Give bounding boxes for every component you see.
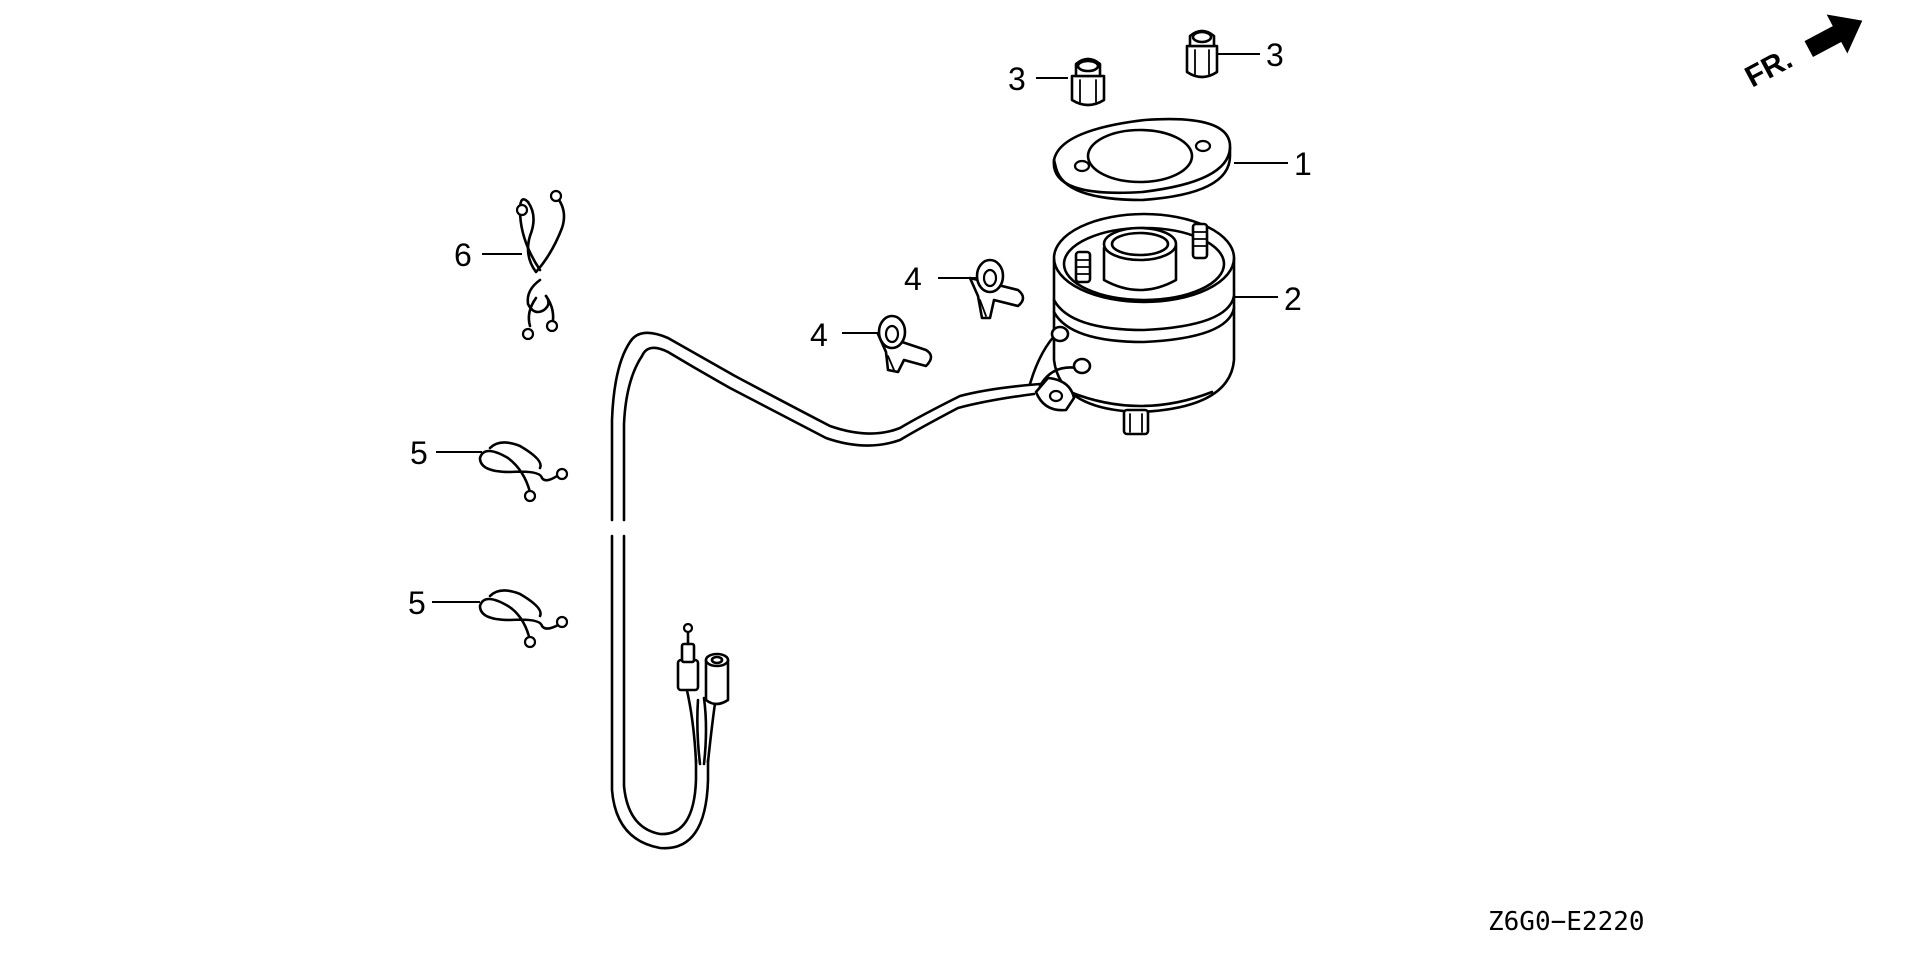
flange-plate bbox=[1052, 117, 1232, 202]
callout-6: 6 bbox=[454, 237, 472, 273]
wire-band bbox=[515, 189, 566, 341]
nut-left bbox=[1070, 57, 1106, 107]
wire-clip-lower bbox=[478, 589, 569, 649]
pulser-coil-assembly bbox=[1028, 212, 1236, 436]
male-connector bbox=[676, 622, 700, 692]
wire-harness bbox=[610, 331, 1042, 850]
callout-4a: 4 bbox=[904, 261, 922, 297]
callout-3b: 3 bbox=[1266, 37, 1284, 73]
nut-right bbox=[1185, 29, 1219, 79]
arrow-right-icon bbox=[1804, 14, 1863, 57]
wire-clip-upper bbox=[478, 441, 569, 503]
female-connector bbox=[704, 652, 730, 706]
front-direction-indicator: FR. bbox=[1740, 14, 1863, 94]
callout-1: 1 bbox=[1294, 146, 1312, 182]
diagram-code: Z6G0−E2220 bbox=[1488, 907, 1645, 937]
callout-2: 2 bbox=[1284, 281, 1302, 317]
cable-clamp-lower bbox=[876, 314, 933, 374]
cable-clamp-upper bbox=[968, 258, 1025, 320]
callout-4b: 4 bbox=[810, 317, 828, 353]
callout-5a: 5 bbox=[410, 435, 428, 471]
callout-3a: 3 bbox=[1008, 61, 1026, 97]
front-label: FR. bbox=[1740, 42, 1798, 94]
callout-5b: 5 bbox=[408, 585, 426, 621]
